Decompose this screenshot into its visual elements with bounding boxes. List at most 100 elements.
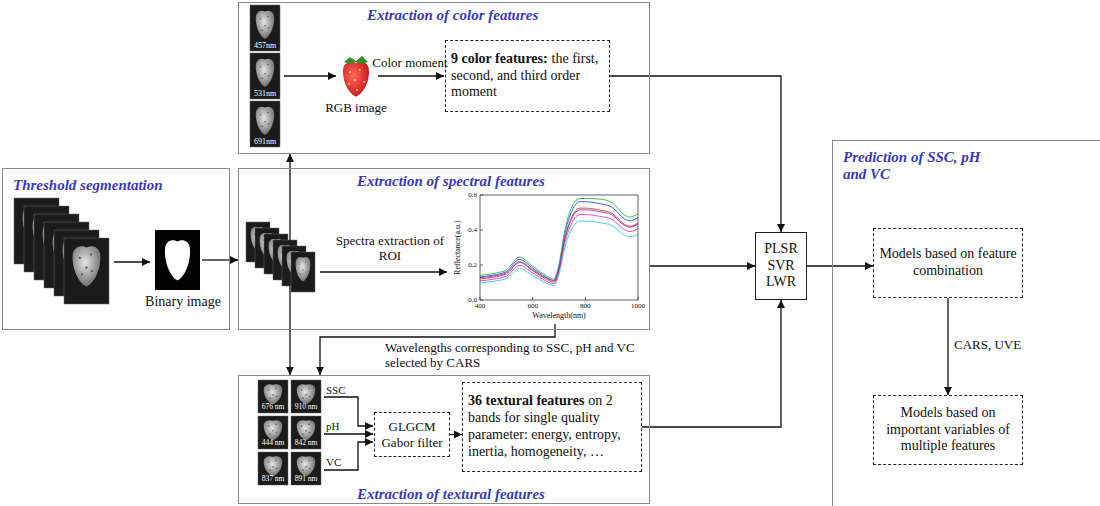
spectrum-curve: [480, 210, 638, 281]
illustration-part: [300, 273, 301, 274]
flow-arrow: [378, 75, 444, 76]
box-label: GLGCM Gabor filter: [381, 419, 442, 450]
illustration-part: [264, 420, 282, 440]
illustration-part: [64, 238, 109, 304]
illustration-part: [299, 263, 300, 264]
rgb-strawberry: [343, 62, 369, 97]
illustration-part: [276, 468, 278, 470]
illustration-part: [256, 59, 274, 87]
flow-arrow: [284, 75, 336, 76]
illustration-part: [297, 420, 315, 440]
illustration-part: [638, 297, 639, 300]
band-image: [291, 452, 321, 485]
band-image: [291, 252, 315, 292]
band-label: 691nm: [250, 137, 280, 146]
illustration-part: [256, 11, 274, 39]
band-label: 444 nm: [258, 439, 288, 448]
tick-label: 800: [573, 302, 597, 310]
box-text: Models based on feature combination: [874, 242, 1022, 284]
feature-box: 9 color features:the first, second, and …: [445, 40, 610, 112]
flow-arrow: [324, 442, 373, 470]
flow-connector: [450, 434, 462, 435]
flow-arrow: [320, 271, 447, 272]
illustration-part: [297, 384, 315, 404]
model-box: PLSR SVR LWR: [755, 232, 807, 300]
tick-label: 0.4: [462, 226, 477, 234]
illustration-part: [267, 64, 269, 66]
panel-title: Extraction of color features: [367, 7, 538, 24]
illustration-part: [291, 380, 321, 413]
axis-title: Reflectance(a.u.): [453, 203, 462, 293]
image-label: RGB image: [316, 101, 396, 116]
illustration-part: [268, 123, 270, 125]
illustration-part: [297, 456, 315, 476]
binary-mask: [165, 240, 190, 280]
section-panel: Prediction of SSC, pH and VC Models based…: [832, 140, 1100, 506]
illustration-part: [260, 66, 262, 68]
band-label: 676 nm: [258, 403, 288, 412]
illustration-part: [260, 18, 262, 20]
illustration-part: [301, 461, 303, 463]
illustration-part: [267, 16, 269, 18]
panel-title: Extraction of textural features: [357, 486, 545, 503]
illustration-part: [291, 452, 321, 485]
illustration-part: [260, 114, 262, 116]
illustration-part: [291, 416, 321, 449]
illustration-part: [309, 468, 311, 470]
illustration-part: [301, 425, 303, 427]
illustration-part: [256, 107, 274, 135]
band-label: 531nm: [250, 89, 280, 98]
flow-connector: [807, 265, 873, 266]
feature-box: 36 textural featureson 2 bands for singl…: [462, 382, 642, 472]
box-heading: 36 textural features: [468, 393, 584, 408]
strawberry-seed: [356, 89, 358, 91]
section-panel: Extraction of color features 9 color feat…: [238, 2, 650, 154]
plot-frame: [480, 195, 638, 300]
band-image: [258, 380, 288, 413]
tick-label: 1000: [626, 302, 650, 310]
illustration-part: [91, 270, 93, 272]
illustration-part: [268, 461, 270, 463]
illustration-part: [302, 269, 303, 270]
illustration-part: [305, 466, 307, 468]
illustration-part: [585, 297, 586, 300]
illustration-part: [258, 452, 288, 485]
illustration-part: [275, 424, 277, 426]
tick-label: 600: [521, 302, 545, 310]
method-box: GLGCM Gabor filter: [374, 412, 450, 457]
box-text: 9 color features:the first, second, and …: [446, 47, 609, 105]
band-image: [64, 238, 109, 304]
flow-connector: [289, 330, 290, 375]
illustration-part: [276, 432, 278, 434]
strawberry-seed: [354, 79, 356, 81]
flow-connector: [289, 154, 290, 168]
axis-title: Wavelength(nm): [509, 311, 609, 320]
tick-label: 0.2: [462, 261, 477, 269]
band-label: 891 nm: [291, 475, 321, 484]
illustration-part: [480, 297, 481, 300]
image-label: Binary image: [138, 294, 228, 310]
band-image: [291, 380, 321, 413]
illustration-part: [305, 271, 306, 272]
illustration-part: [267, 112, 269, 114]
illustration-part: [480, 300, 483, 301]
box-label: Models based on feature combination: [879, 246, 1016, 278]
illustration-part: [480, 265, 483, 266]
band-image: [250, 5, 280, 51]
illustration-part: [250, 101, 280, 147]
illustration-part: [81, 273, 83, 275]
strawberry-seed: [363, 81, 365, 83]
illustration-part: [268, 27, 270, 29]
illustration-part: [261, 30, 263, 32]
illustration-part: [269, 433, 271, 435]
illustration-part: [275, 460, 277, 462]
box-label: Models based on important variables of m…: [886, 405, 1010, 454]
illustration-part: [261, 78, 263, 80]
leader-line: [202, 259, 230, 260]
illustration-part: [308, 388, 310, 390]
box-label: PLSR SVR LWR: [764, 241, 797, 290]
arrow-label: Color moment: [362, 56, 458, 71]
band-label: 842 nm: [291, 439, 321, 448]
panel-title: Prediction of SSC, pH and VC: [843, 149, 1003, 184]
model-box: Models based on feature combination: [873, 228, 1023, 298]
